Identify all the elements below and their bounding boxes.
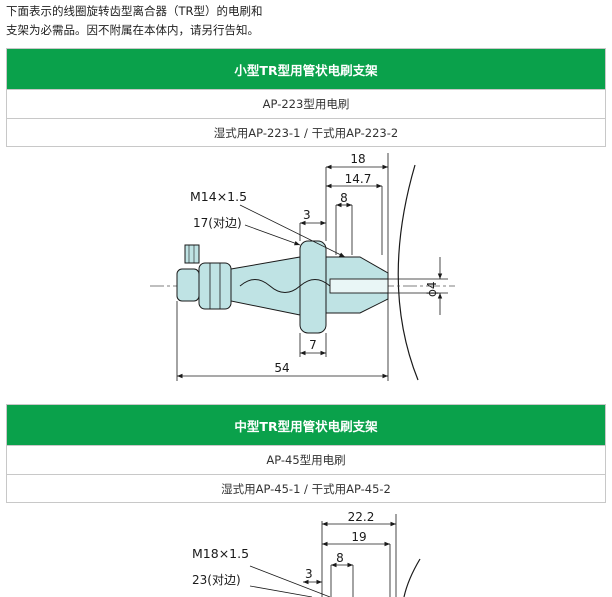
dim-54: 54 (274, 361, 289, 375)
body-hex (299, 240, 327, 334)
dim-22-2: 22.2 (348, 510, 375, 524)
dim-7: 7 (309, 338, 317, 352)
dim-8: 8 (336, 551, 344, 565)
small-holder-drawing: 18 14.7 8 3 M14×1.5 17(对边) ϕ4 7 54 (150, 152, 455, 381)
lock-nut (176, 268, 200, 302)
brush-model: AP-223型用电刷 (262, 97, 350, 111)
dim-3: 3 (303, 208, 311, 222)
hex-callout: 17(对边) (193, 216, 242, 230)
tube-body (230, 256, 301, 316)
thread-callout: M14×1.5 (190, 189, 247, 204)
card-title: 小型TR型用管状电刷支架 (7, 49, 605, 90)
intro-line-2: 支架为必需品。因不附属在本体内，请另行告知。 (6, 23, 259, 37)
dim-3: 3 (305, 567, 313, 581)
holder-variants: 湿式用AP-223-1 / 干式用AP-223-2 (7, 118, 605, 146)
holder-card-small: 小型TR型用管状电刷支架 AP-223型用电刷 湿式用AP-223-1 / 干式… (6, 48, 606, 147)
card-title: 中型TR型用管状电刷支架 (7, 405, 605, 446)
hex-nut (198, 262, 232, 310)
commutator-arc (397, 164, 419, 381)
brush (329, 278, 389, 294)
holder-card-medium: 中型TR型用管状电刷支架 AP-45型用电刷 湿式用AP-45-1 / 干式用A… (6, 404, 606, 503)
intro-line-1: 下面表示的线圈旋转齿型离合器（TR型）的电刷和 (6, 4, 263, 18)
intro-text: 下面表示的线圈旋转齿型离合器（TR型）的电刷和 支架为必需品。因不附属在本体内，… (6, 2, 606, 40)
dim-18: 18 (350, 152, 365, 166)
dim-phi4: ϕ4 (425, 281, 439, 297)
medium-holder-drawing: 22.2 19 8 3 M18×1.5 23(对边) (192, 510, 421, 597)
brush-model: AP-45型用电刷 (266, 453, 346, 467)
commutator-arc (403, 558, 421, 597)
thread-callout: M18×1.5 (192, 546, 249, 561)
dim-8: 8 (340, 191, 348, 205)
holder-variants: 湿式用AP-45-1 / 干式用AP-45-2 (7, 474, 605, 502)
dim-19: 19 (351, 530, 366, 544)
terminal-lug (184, 244, 200, 264)
hex-callout: 23(对边) (192, 573, 241, 587)
dim-14-7: 14.7 (345, 172, 372, 186)
